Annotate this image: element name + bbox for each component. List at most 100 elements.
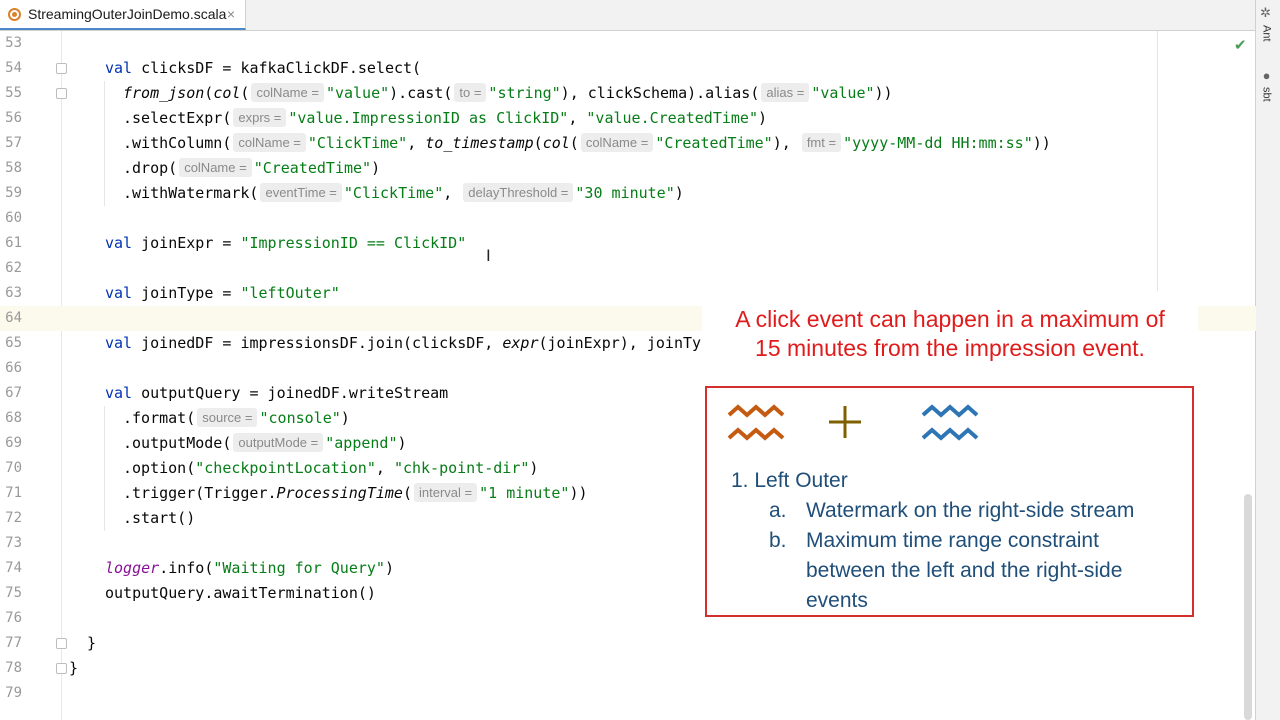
- line-number: 61: [5, 235, 22, 251]
- code-line[interactable]: 53: [0, 31, 1256, 56]
- fold-marker-icon[interactable]: [56, 638, 67, 649]
- file-tab[interactable]: StreamingOuterJoinDemo.scala ×: [0, 0, 246, 30]
- string-literal: "30 minute": [575, 184, 675, 202]
- code-line[interactable]: 66: [0, 356, 1256, 381]
- string-literal: "ImpressionID == ClickID": [240, 234, 467, 252]
- code-text: }: [69, 656, 78, 681]
- code-line[interactable]: 79: [0, 681, 1256, 706]
- keyword: val: [105, 234, 133, 252]
- parameter-hint: colName =: [179, 158, 252, 177]
- code-line[interactable]: 56.selectExpr(exprs ="value.ImpressionID…: [0, 106, 1256, 131]
- text-cursor-icon: I: [486, 246, 491, 265]
- code-token: outputQuery.awaitTermination(): [105, 584, 376, 602]
- code-line[interactable]: 71.trigger(Trigger.ProcessingTime(interv…: [0, 481, 1256, 506]
- code-text: val joinedDF = impressionsDF.join(clicks…: [105, 331, 701, 356]
- code-line[interactable]: 59.withWatermark(eventTime ="ClickTime",…: [0, 181, 1256, 206]
- logger-ref: logger: [105, 559, 160, 577]
- code-token: .format(: [123, 409, 196, 427]
- code-text: val outputQuery = joinedDF.writeStream: [105, 381, 448, 406]
- line-number: 63: [5, 285, 22, 301]
- code-line[interactable]: 77}: [0, 631, 1256, 656]
- parameter-hint: exprs =: [233, 108, 287, 127]
- annotation-callout: A click event can happen in a maximum of…: [702, 305, 1198, 363]
- string-literal: "console": [259, 409, 341, 427]
- sbt-tool-button[interactable]: ● sbt: [1259, 68, 1274, 102]
- code-token: .drop(: [123, 159, 178, 177]
- code-token: .outputMode(: [123, 434, 232, 452]
- code-token: ): [397, 434, 407, 452]
- code-line[interactable]: 57.withColumn(colName ="ClickTime", to_t…: [0, 131, 1256, 156]
- left-stream-wave-icon: [727, 404, 785, 441]
- line-number: 75: [5, 585, 22, 601]
- parameter-hint: eventTime =: [260, 183, 342, 202]
- indent-guide: [104, 406, 105, 531]
- code-line[interactable]: 76: [0, 606, 1256, 631]
- parameter-hint: to =: [454, 83, 487, 102]
- code-token: ): [758, 109, 768, 127]
- editor-tab-bar: StreamingOuterJoinDemo.scala ×: [0, 0, 1256, 31]
- string-literal: "ClickTime": [343, 184, 444, 202]
- line-number: 62: [5, 260, 22, 276]
- parameter-hint: alias =: [761, 83, 810, 102]
- slide-item-a-marker: a.: [769, 499, 787, 522]
- vertical-scrollbar[interactable]: [1244, 494, 1252, 720]
- code-token: .withColumn(: [123, 134, 232, 152]
- callout-line-1: A click event can happen in a maximum of: [735, 306, 1165, 332]
- fold-marker-icon[interactable]: [56, 88, 67, 99]
- code-line[interactable]: 69.outputMode(outputMode ="append"): [0, 431, 1256, 456]
- code-line[interactable]: 78}: [0, 656, 1256, 681]
- fold-marker-icon[interactable]: [56, 663, 67, 674]
- keyword: val: [105, 334, 133, 352]
- code-text: logger.info("Waiting for Query"): [105, 556, 394, 581]
- line-number: 78: [5, 660, 22, 676]
- code-line[interactable]: 63 val joinType = "leftOuter": [0, 281, 1256, 306]
- code-line[interactable]: 73: [0, 531, 1256, 556]
- parameter-hint: fmt =: [801, 133, 842, 152]
- code-line[interactable]: 60: [0, 206, 1256, 231]
- code-line[interactable]: 62: [0, 256, 1256, 281]
- inspection-ok-icon[interactable]: ✔: [1234, 36, 1247, 54]
- ant-tool-button[interactable]: ✲ Ant: [1259, 6, 1274, 42]
- code-token: }: [87, 634, 97, 652]
- code-line[interactable]: 75 outputQuery.awaitTermination(): [0, 581, 1256, 606]
- code-token: (: [240, 84, 250, 102]
- parameter-hint: interval =: [414, 483, 478, 502]
- string-literal: "checkpointLocation": [195, 459, 376, 477]
- code-token: ), clickSchema).alias(: [560, 84, 760, 102]
- fold-marker-icon[interactable]: [56, 63, 67, 74]
- code-text: val joinType = "leftOuter": [105, 281, 340, 306]
- string-literal: "CreatedTime": [655, 134, 773, 152]
- line-number: 54: [5, 60, 22, 76]
- code-line[interactable]: 70.option("checkpointLocation", "chk-poi…: [0, 456, 1256, 481]
- code-text: .selectExpr(exprs ="value.ImpressionID a…: [123, 106, 767, 131]
- line-number: 77: [5, 635, 22, 651]
- code-line[interactable]: 72.start(): [0, 506, 1256, 531]
- italic-call: col: [213, 84, 241, 102]
- code-token: ): [340, 409, 350, 427]
- keyword: val: [105, 59, 133, 77]
- code-token: (: [204, 84, 214, 102]
- code-token: joinType =: [132, 284, 241, 302]
- code-line[interactable]: 58.drop(colName ="CreatedTime"): [0, 156, 1256, 181]
- code-token: (: [402, 484, 412, 502]
- keyword: val: [105, 284, 133, 302]
- code-line[interactable]: 68.format(source ="console"): [0, 406, 1256, 431]
- code-token: .start(): [123, 509, 196, 527]
- parameter-hint: outputMode =: [233, 433, 324, 452]
- line-number: 66: [5, 360, 22, 376]
- code-text: .outputMode(outputMode ="append"): [123, 431, 407, 456]
- right-tool-strip: ✲ Ant ● sbt: [1255, 0, 1280, 720]
- ant-icon: ✲: [1259, 6, 1274, 21]
- code-token: joinedDF = impressionsDF.join(clicksDF,: [132, 334, 503, 352]
- string-literal: "chk-point-dir": [393, 459, 530, 477]
- line-number: 70: [5, 460, 22, 476]
- close-tab-icon[interactable]: ×: [226, 6, 235, 22]
- scala-file-icon: [8, 7, 21, 21]
